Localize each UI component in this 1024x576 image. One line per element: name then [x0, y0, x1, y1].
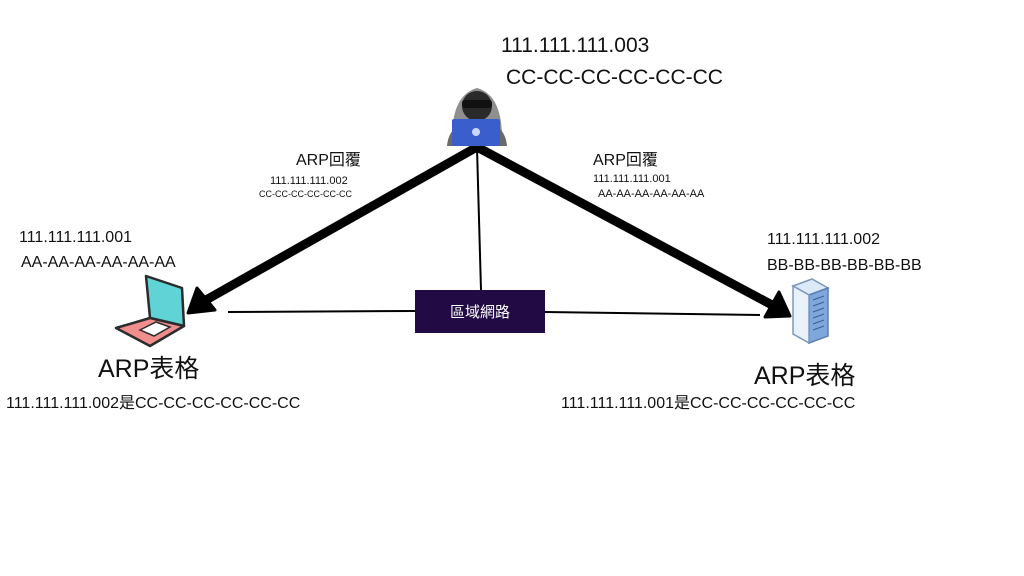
arp-reply-arrowhead-laptop: [186, 286, 217, 315]
attacker-mac: CC-CC-CC-CC-CC-CC: [506, 66, 723, 89]
reply-to-laptop-mac: CC-CC-CC-CC-CC-CC: [259, 189, 352, 199]
laptop-mac: AA-AA-AA-AA-AA-AA: [21, 254, 176, 271]
reply-to-laptop-label: ARP回覆: [296, 152, 361, 169]
server-mac: BB-BB-BB-BB-BB-BB: [767, 257, 922, 274]
link-server-network: [544, 311, 761, 316]
link-attacker-network: [476, 147, 482, 291]
arp-reply-arrowhead-server: [763, 290, 792, 319]
reply-to-server-mac: AA-AA-AA-AA-AA-AA: [598, 188, 705, 200]
reply-to-server-label: ARP回覆: [593, 152, 658, 169]
server-arp-table-title: ARP表格: [754, 362, 856, 390]
local-network-label: 區域網路: [449, 304, 510, 321]
hacker-icon: [447, 88, 507, 146]
server-ip: 111.111.111.002: [767, 231, 880, 248]
server-icon: [791, 278, 830, 345]
arp-reply-arrow-to-server: [472, 142, 777, 310]
link-laptop-network: [227, 310, 416, 313]
laptop-arp-table-entry: 111.111.111.002是CC-CC-CC-CC-CC-CC: [6, 395, 301, 412]
laptop-ip: 111.111.111.001: [19, 229, 132, 246]
laptop-arp-table-title: ARP表格: [98, 355, 200, 383]
laptop-icon: [114, 274, 186, 348]
reply-to-server-ip: 111.111.111.001: [593, 173, 671, 185]
attacker-ip: 111.111.111.003: [501, 34, 650, 57]
local-network-box: 區域網路: [415, 290, 545, 333]
server-arp-table-entry: 111.111.111.001是CC-CC-CC-CC-CC-CC: [561, 395, 856, 412]
arp-reply-arrow-to-laptop: [201, 142, 482, 305]
reply-to-laptop-ip: 111.111.111.002: [270, 175, 348, 187]
